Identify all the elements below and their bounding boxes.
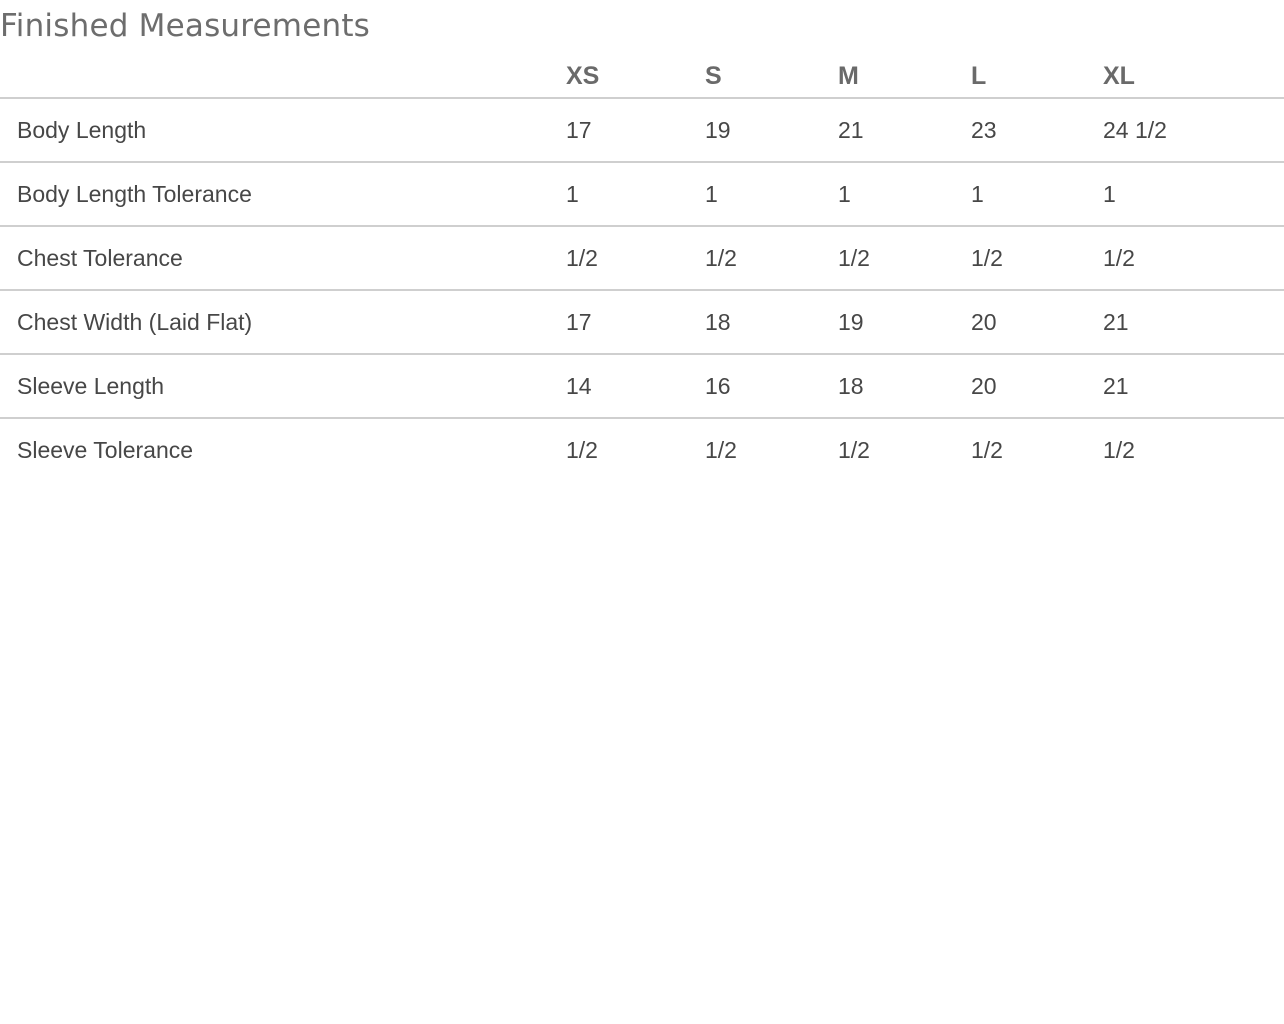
cell-value: 16 <box>688 354 821 419</box>
header-size-m: M <box>821 55 954 99</box>
header-size-xl: XL <box>1086 55 1284 99</box>
cell-value: 18 <box>821 354 954 419</box>
cell-value: 23 <box>954 98 1086 163</box>
cell-value: 21 <box>821 98 954 163</box>
cell-value: 1/2 <box>838 436 870 463</box>
cell-value: 17 <box>549 98 688 163</box>
cell-value: 1/2 <box>1086 226 1284 291</box>
cell-value: 1/2 <box>688 226 821 291</box>
cell-value: 19 <box>688 98 821 163</box>
cell-value: 1 <box>954 162 1086 227</box>
cell-value: 19 <box>821 290 954 355</box>
cell-value: 1/2 <box>821 226 954 291</box>
header-size-l: L <box>954 55 1086 99</box>
cell-value: 17 <box>549 290 688 355</box>
cell-value: 21 <box>1086 290 1284 355</box>
cell-value: 14 <box>549 354 688 419</box>
header-measurement <box>0 55 549 99</box>
cell-value: 1/2 <box>1103 436 1135 463</box>
cell-value: 18 <box>688 290 821 355</box>
table-header-row: XS S M L XL <box>0 55 1284 99</box>
table-row: Chest Width (Laid Flat) 17 18 19 20 21 <box>0 290 1284 355</box>
header-size-xs: XS <box>549 55 688 99</box>
cell-value: 21 <box>1086 354 1284 419</box>
row-label: Body Length Tolerance <box>0 162 549 227</box>
row-label: Sleeve Length <box>0 354 549 419</box>
cell-value: 1 <box>549 162 688 227</box>
cell-value: 1/2 <box>705 436 737 463</box>
cell-value: 1 <box>1086 162 1284 227</box>
table-row: Chest Tolerance 1/2 1/2 1/2 1/2 1/2 <box>0 226 1284 291</box>
table-row: Sleeve Tolerance 1/2 1/2 1/2 1/2 1/2 <box>0 418 1284 481</box>
row-label: Sleeve Tolerance <box>17 436 194 463</box>
cell-value: 1/2 <box>549 226 688 291</box>
cell-value: 1/2 <box>971 436 1003 463</box>
header-size-s: S <box>688 55 821 99</box>
cell-value: 20 <box>954 354 1086 419</box>
cell-value: 20 <box>954 290 1086 355</box>
measurements-table: XS S M L XL Body Length 17 19 21 23 24 1… <box>0 55 1284 481</box>
table-row: Body Length Tolerance 1 1 1 1 1 <box>0 162 1284 227</box>
row-label: Body Length <box>0 98 549 163</box>
row-label: Chest Width (Laid Flat) <box>0 290 549 355</box>
cell-value: 1 <box>688 162 821 227</box>
table-row: Body Length 17 19 21 23 24 1/2 <box>0 98 1284 163</box>
cell-value: 24 1/2 <box>1086 98 1284 163</box>
cell-value: 1/2 <box>954 226 1086 291</box>
cell-value: 1/2 <box>566 436 598 463</box>
row-label: Chest Tolerance <box>0 226 549 291</box>
table-row: Sleeve Length 14 16 18 20 21 <box>0 354 1284 419</box>
page-title: Finished Measurements <box>0 8 371 44</box>
cell-value: 1 <box>821 162 954 227</box>
